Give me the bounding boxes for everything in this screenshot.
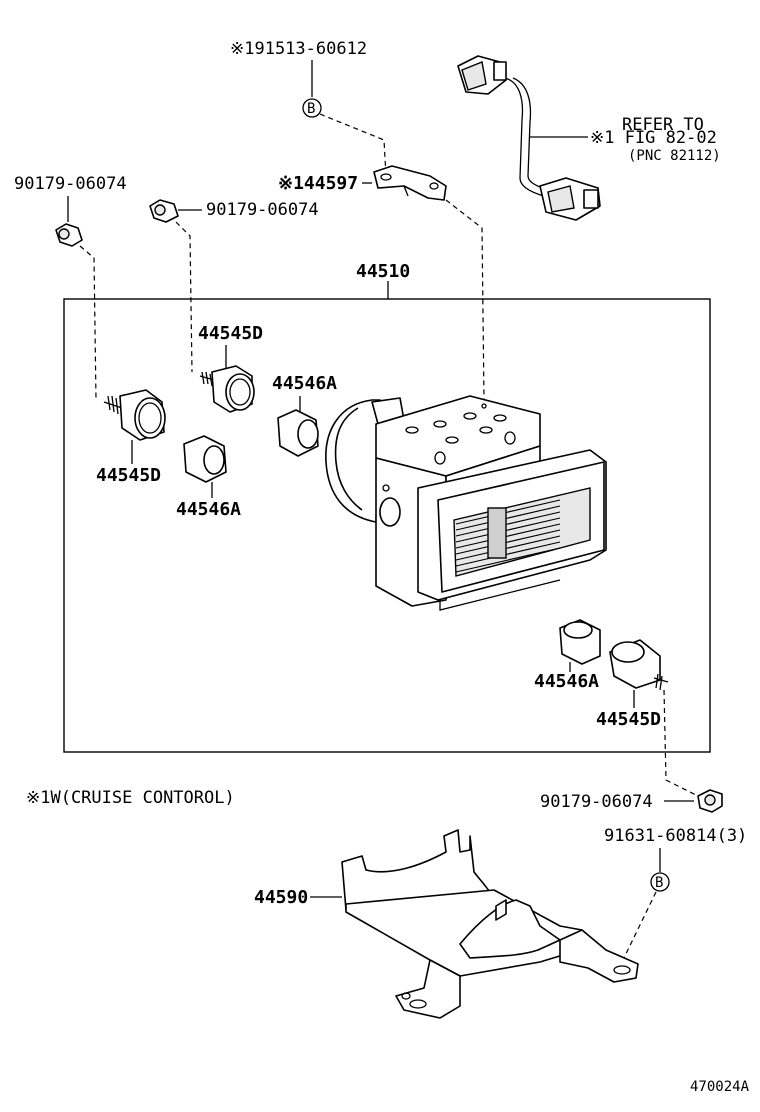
svg-text:B: B [655,875,663,891]
circle-b-top: B [302,98,322,118]
nut-left [55,223,83,247]
circle-b-bottom: B [650,872,670,892]
dash-44597 [445,199,485,401]
svg-text:B: B [307,101,315,117]
label-nut-mid: 90179-06074 [206,200,319,220]
label-harness-2: ※1 FIG 82-02 [590,128,717,148]
label-nut-right: 90179-06074 [540,792,653,812]
label-44546a-right: 44546A [534,671,599,692]
label-harness-3: (PNC 82112) [628,148,721,164]
label-44546a-left: 44546A [176,499,241,520]
nut-mid [149,199,179,223]
abs-actuator [325,395,607,611]
cushion-44546a-right [559,619,601,665]
label-top-bolt: ※191513-60612 [230,39,367,59]
label-44590: 44590 [254,887,308,908]
figure-id: 470024A [690,1079,750,1095]
nut-right [697,789,723,813]
label-harness-1: REFER TO [622,115,704,135]
label-44546a-top: 44546A [272,373,337,394]
label-44545d-left: 44545D [96,465,161,486]
cushion-44546a-top [277,409,319,457]
bracket-44590 [341,829,639,1019]
cushion-44546a-left [183,435,227,483]
label-44510: 44510 [356,261,410,282]
cushion-44545d-right [609,639,669,691]
assembly-frame [63,298,711,753]
dash-top-bolt [319,113,387,177]
note-cruise-control: ※1W(CRUISE CONTOROL) [26,788,235,808]
label-nut-left: 90179-06074 [14,174,127,194]
cushion-44545d-top [199,365,255,413]
label-bolt-bottom: 91631-60814(3) [604,826,747,846]
bracket-44597 [373,165,447,201]
wire-harness [457,55,601,221]
label-44597: ※144597 [278,173,358,194]
label-44545d-right: 44545D [596,709,661,730]
cushion-44545d-left [103,389,166,441]
label-44545d-top: 44545D [198,323,263,344]
